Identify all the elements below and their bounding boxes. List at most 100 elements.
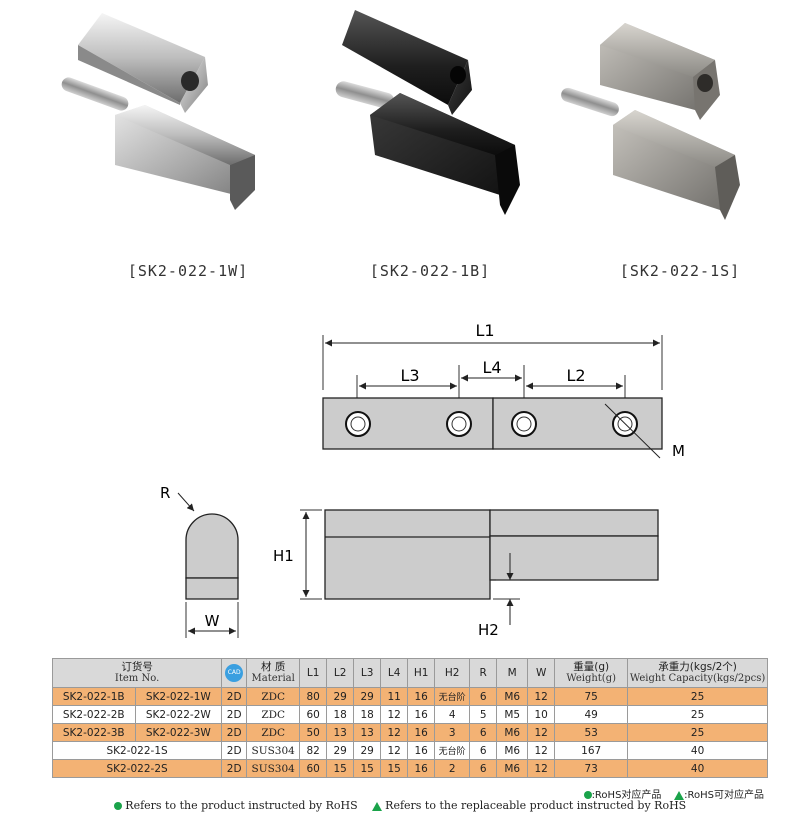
cad-cell: 2D (221, 759, 248, 778)
L3-cell: 29 (353, 687, 382, 706)
legend-rohs-en: Refers to the product instructed by RoHS (125, 799, 358, 812)
item-no: SK2-022-3B (52, 723, 136, 742)
material-cell: SUS304 (246, 741, 301, 760)
dim-L1: L1 (475, 321, 494, 340)
R-cell: 6 (469, 759, 498, 778)
W-cell: 12 (527, 741, 556, 760)
H1-cell: 16 (407, 705, 436, 724)
weight-cell: 75 (554, 687, 629, 706)
L2-cell: 15 (326, 759, 355, 778)
capacity-cell: 40 (627, 741, 768, 760)
weight-cell: 49 (554, 705, 629, 724)
M-cell: M6 (496, 687, 529, 706)
header-material: 材 质 Material (246, 658, 301, 688)
table-row: SK2-022-1S 2D SUS304 82 29 29 12 16 无台阶 … (51, 741, 768, 760)
product-photo-black (335, 10, 520, 215)
legend-en: Refers to the product instructed by RoHS… (0, 799, 800, 812)
header-R: R (469, 658, 498, 688)
item-no: SK2-022-2S (51, 759, 223, 778)
L3-cell: 18 (353, 705, 382, 724)
R-cell: 6 (469, 723, 498, 742)
header-H1: H1 (407, 658, 436, 688)
L1-cell: 60 (299, 705, 328, 724)
header-L2: L2 (326, 658, 355, 688)
product-code-1: [SK2-022-1W] (127, 262, 249, 280)
L4-cell: 12 (380, 741, 409, 760)
header-capacity: 承重力(kgs/2个) Weight Capacity(kgs/2pcs) (627, 658, 768, 688)
item-no: SK2-022-1S (51, 741, 223, 760)
header-W: W (527, 658, 556, 688)
W-cell: 12 (527, 723, 556, 742)
L1-cell: 82 (299, 741, 328, 760)
L2-cell: 13 (326, 723, 355, 742)
H2-cell: 3 (434, 723, 471, 742)
legend-replace-en: Refers to the replaceable product instru… (385, 799, 687, 812)
product-code-2: [SK2-022-1B] (369, 262, 491, 280)
M-cell: M6 (496, 759, 529, 778)
material-cell: ZDC (246, 687, 301, 706)
rohs-dot-icon (113, 802, 122, 810)
product-photo-chrome (61, 13, 255, 210)
legend-cn: :RoHS对应产品 :RoHS可对应产品 (583, 786, 764, 801)
header-cad: CAD (221, 658, 248, 688)
cad-cell: 2D (221, 723, 248, 742)
M-cell: M6 (496, 741, 529, 760)
L4-cell: 12 (380, 705, 409, 724)
weight-cell: 167 (554, 741, 629, 760)
item-no: SK2-022-2B (52, 705, 136, 724)
W-cell: 10 (527, 705, 556, 724)
L1-cell: 60 (299, 759, 328, 778)
L2-cell: 29 (326, 687, 355, 706)
cad-cell: 2D (221, 705, 248, 724)
L4-cell: 11 (380, 687, 409, 706)
material-cell: SUS304 (246, 759, 301, 778)
H1-cell: 16 (407, 741, 436, 760)
dim-H1: H1 (273, 547, 294, 565)
product-photo-stainless (561, 23, 740, 220)
cad-icon: CAD (225, 664, 244, 682)
L1-cell: 50 (299, 723, 328, 742)
L2-cell: 18 (326, 705, 355, 724)
H1-cell: 16 (407, 687, 436, 706)
H2-cell: 4 (434, 705, 471, 724)
header-L3: L3 (353, 658, 382, 688)
table-row: SK2-022-3B SK2-022-3W 2D ZDC 50 13 13 12… (52, 723, 768, 742)
dim-R: R (160, 484, 170, 502)
H2-cell: 无台阶 (434, 741, 471, 760)
legend-replace-cn: :RoHS可对应产品 (684, 790, 764, 801)
W-cell: 12 (527, 687, 556, 706)
capacity-cell: 40 (627, 759, 768, 778)
header-L4: L4 (380, 658, 409, 688)
header-M: M (496, 658, 529, 688)
weight-cell: 73 (554, 759, 629, 778)
M-cell: M5 (496, 705, 529, 724)
material-cell: ZDC (246, 723, 301, 742)
R-cell: 6 (469, 687, 498, 706)
item-no: SK2-022-3W (134, 723, 223, 742)
H1-cell: 16 (407, 723, 436, 742)
product-code-3: [SK2-022-1S] (619, 262, 741, 280)
dim-M: M (672, 442, 685, 460)
W-cell: 12 (527, 759, 556, 778)
rohs-triangle-icon (371, 801, 382, 811)
table-row: SK2-022-2S 2D SUS304 60 15 15 15 16 2 6 … (51, 759, 768, 778)
dim-L3: L3 (400, 366, 419, 385)
R-cell: 6 (469, 741, 498, 760)
dimension-drawing: L1 L3 L4 L2 M R W H1 H2 (160, 321, 685, 639)
L4-cell: 12 (380, 723, 409, 742)
R-cell: 5 (469, 705, 498, 724)
L2-cell: 29 (326, 741, 355, 760)
M-cell: M6 (496, 723, 529, 742)
L3-cell: 29 (353, 741, 382, 760)
capacity-cell: 25 (627, 687, 768, 706)
H1-cell: 16 (407, 759, 436, 778)
L3-cell: 15 (353, 759, 382, 778)
table-row: SK2-022-2B SK2-022-2W 2D ZDC 60 18 18 12… (52, 705, 768, 724)
rohs-dot-icon (583, 791, 592, 799)
H2-cell: 无台阶 (434, 687, 471, 706)
dim-W: W (205, 612, 220, 630)
item-no: SK2-022-1W (134, 687, 223, 706)
spec-table: 订货号 Item No. CAD 材 质 Material L1 L2 L3 L… (51, 658, 768, 778)
dim-L4: L4 (482, 358, 501, 377)
capacity-cell: 25 (627, 723, 768, 742)
